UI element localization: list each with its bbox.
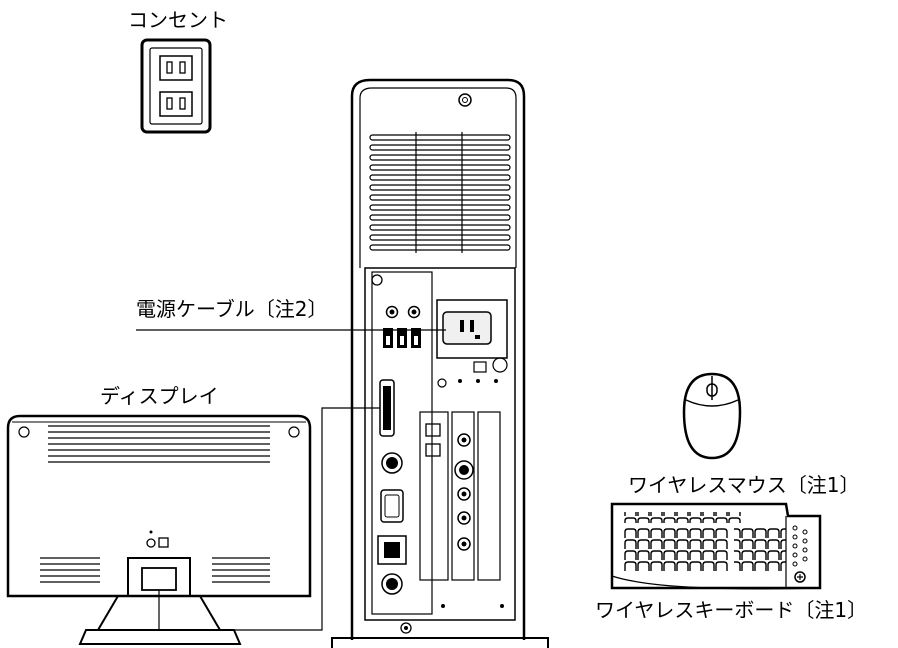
display-label: ディスプレイ [100,384,219,408]
outlet-label: コンセント [128,8,228,32]
wireless-mouse [682,372,742,460]
display-monitor [6,414,312,645]
desktop-pc-tower [331,78,549,648]
ventilation-grille [369,132,511,253]
display-cable-line [158,407,380,631]
power-cable-label: 電源ケーブル〔注2〕 [136,297,328,321]
wireless-keyboard [610,502,822,590]
wireless-mouse-label: ワイヤレスマウス〔注1〕 [628,473,860,497]
wall-outlet [140,38,212,134]
wireless-keyboard-label: ワイヤレスキーボード〔注1〕 [595,598,868,622]
